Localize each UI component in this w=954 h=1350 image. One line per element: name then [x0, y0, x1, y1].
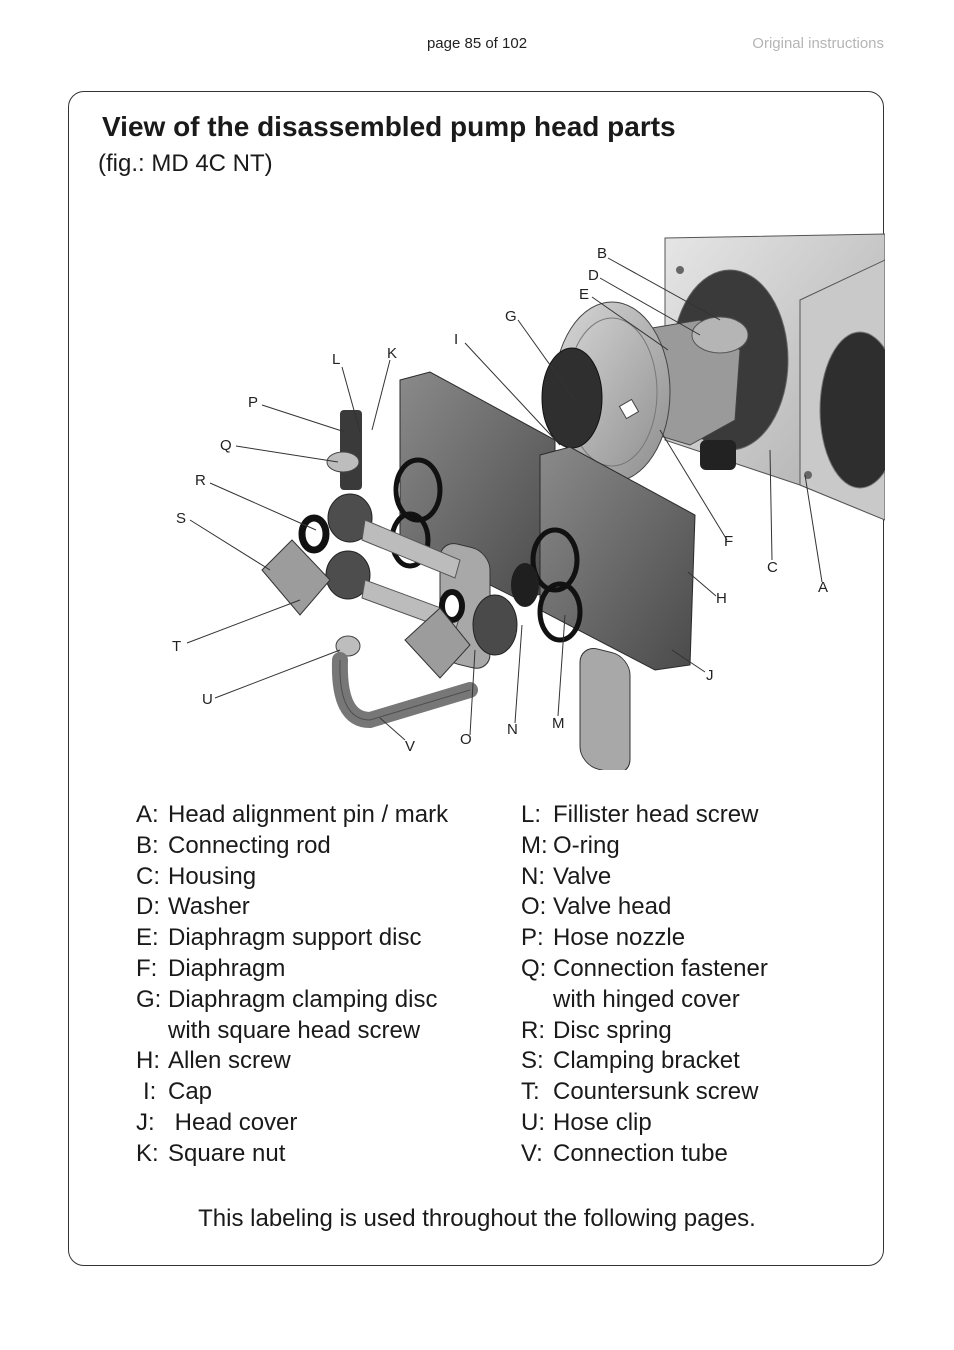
- callout-r: R: [195, 472, 206, 489]
- legend-item-q-cont: with hinged cover: [553, 985, 740, 1013]
- callout-m: M: [552, 715, 565, 732]
- callout-d: D: [588, 267, 599, 284]
- callout-n: N: [507, 721, 518, 738]
- document-note: Original instructions: [752, 35, 884, 52]
- legend-item-e: E:Diaphragm support disc: [136, 924, 422, 952]
- callout-e: E: [579, 286, 589, 303]
- legend-item-h: H:Allen screw: [136, 1047, 291, 1075]
- legend-item-g-cont: with square head screw: [168, 1016, 421, 1044]
- callout-leaders: [186, 257, 823, 741]
- legend-item-o: O:Valve head: [521, 893, 672, 921]
- legend-item-l: L:Fillister head screw: [521, 801, 759, 828]
- callout-l: L: [332, 351, 340, 368]
- parts-legend-right: L:Fillister head screw M:O-ring N:Valve …: [521, 800, 768, 1170]
- callout-u: U: [202, 691, 213, 708]
- legend-item-t: T:Countersunk screw: [521, 1078, 759, 1106]
- exploded-view-illustration: A B C D E F G H I J K L M N O P Q R S T …: [160, 230, 885, 770]
- section-title: View of the disassembled pump head parts: [102, 111, 676, 142]
- legend-item-c: C:Housing: [136, 862, 257, 890]
- callout-s: S: [176, 510, 186, 527]
- callout-b: B: [597, 245, 607, 262]
- legend-item-n: N:Valve: [521, 862, 612, 890]
- legend-item-u: U:Hose clip: [521, 1108, 652, 1136]
- legend-item-b: B:Connecting rod: [136, 831, 331, 859]
- legend-item-k: K:Square nut: [136, 1139, 286, 1167]
- legend-item-d: D:Washer: [136, 893, 250, 921]
- clamping-disc-shape: [541, 347, 640, 449]
- parts-legend-left: A:Head alignment pin / mark B:Connecting…: [136, 800, 448, 1170]
- footer-note: This labeling is used throughout the fol…: [198, 1205, 756, 1232]
- legend-item-j: J: Head cover: [136, 1108, 298, 1136]
- callout-o: O: [460, 731, 472, 748]
- legend-item-r: R:Disc spring: [521, 1016, 672, 1044]
- callout-i: I: [454, 331, 458, 348]
- legend-item-f: F:Diaphragm: [136, 954, 286, 982]
- legend-item-m: M:O-ring: [521, 831, 620, 859]
- content-frame: [68, 91, 884, 1266]
- callout-a: A: [818, 579, 828, 596]
- legend-item-v: V:Connection tube: [521, 1139, 728, 1167]
- callout-f: F: [724, 533, 733, 550]
- callout-p: P: [248, 394, 258, 411]
- callout-j: J: [706, 667, 714, 684]
- valve-tube-assembly: [261, 410, 518, 729]
- callout-k: K: [387, 345, 397, 362]
- legend-item-s: S:Clamping bracket: [521, 1047, 740, 1075]
- callout-q: Q: [220, 437, 232, 454]
- legend-item-a: A:Head alignment pin / mark: [136, 801, 449, 828]
- callout-t: T: [172, 638, 181, 655]
- lower-head-shape: [511, 446, 696, 770]
- page-number: page 85 of 102: [426, 35, 528, 52]
- legend-item-p: P:Hose nozzle: [521, 924, 686, 952]
- legend-item-g: G:Diaphragm clamping disc: [136, 985, 438, 1013]
- callout-v: V: [405, 738, 415, 755]
- callout-h: H: [716, 590, 727, 607]
- callout-c: C: [767, 559, 778, 576]
- legend-item-i: I:Cap: [143, 1078, 213, 1106]
- callout-g: G: [505, 308, 517, 325]
- figure-caption: (fig.: MD 4C NT): [98, 150, 273, 177]
- callout-labels: A B C D E F G H I J K L M N O P Q R S T …: [172, 245, 828, 755]
- legend-item-q: Q:Connection fastener: [521, 954, 768, 982]
